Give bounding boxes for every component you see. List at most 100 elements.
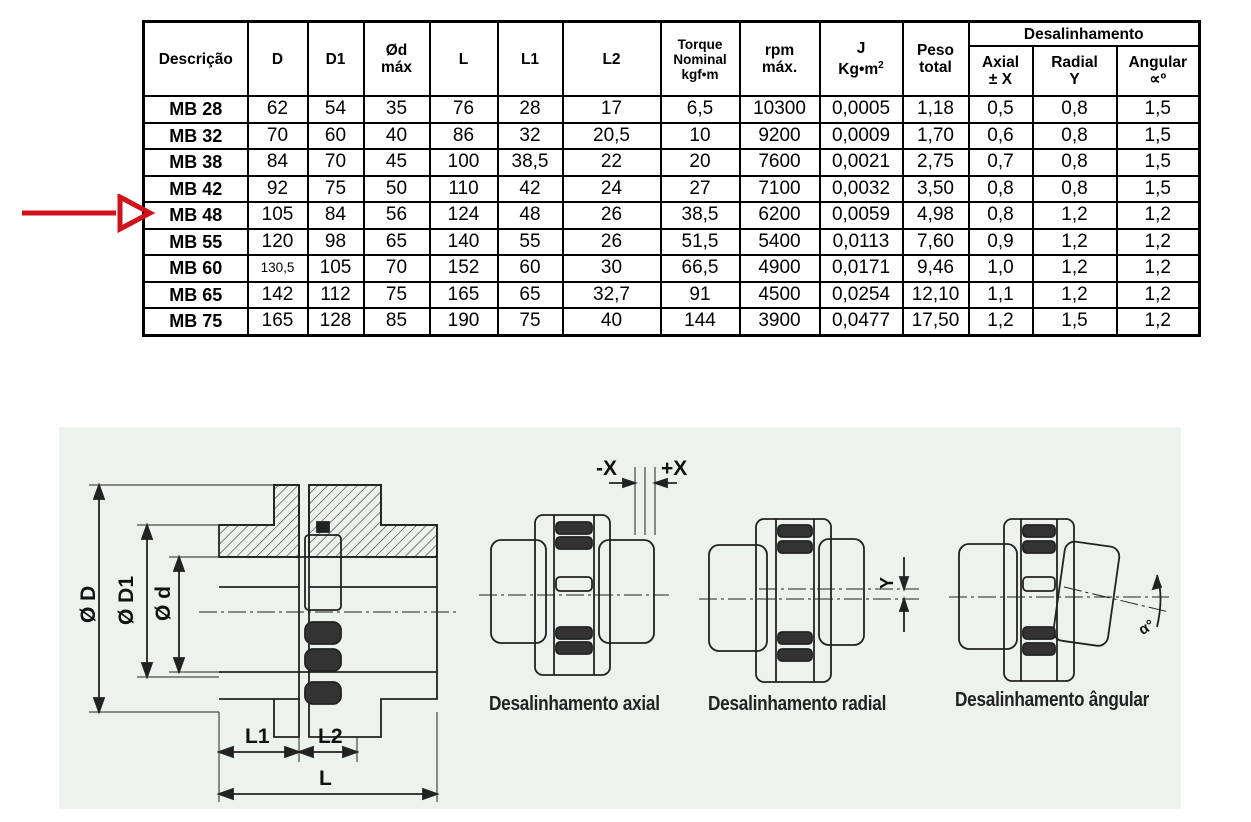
- table-cell: 100: [428, 148, 499, 177]
- table-cell: 165: [246, 307, 309, 336]
- table-cell: 20,5: [561, 121, 662, 150]
- dim-label-plus-x: +X: [661, 457, 688, 480]
- table-cell: 24: [561, 174, 662, 203]
- table-cell: 20: [659, 148, 741, 177]
- table-cell: 9,46: [901, 254, 970, 283]
- table-cell: 1,2: [1031, 201, 1118, 230]
- table-cell: 152: [428, 254, 499, 283]
- table-cell: 54: [306, 95, 365, 124]
- table-cell: 12,10: [901, 280, 970, 309]
- dim-label-od: Ø D: [77, 585, 100, 623]
- table-cell: 4,98: [901, 201, 970, 230]
- table-cell: 9200: [738, 121, 821, 150]
- model-cell: MB 48: [142, 201, 249, 230]
- table-cell: 1,5: [1115, 95, 1201, 124]
- table-cell: 70: [306, 148, 365, 177]
- table-cell: 1,5: [1115, 174, 1201, 203]
- table-cell: 42: [496, 174, 564, 203]
- table-cell: 0,0477: [818, 307, 904, 336]
- table-cell: 1,18: [901, 95, 970, 124]
- table-cell: 0,8: [1031, 95, 1118, 124]
- table-cell: 17: [561, 95, 662, 124]
- table-cell: 0,5: [967, 95, 1034, 124]
- model-cell: MB 42: [142, 174, 249, 203]
- dim-label-minus-x: -X: [596, 457, 617, 480]
- table-cell: 27: [659, 174, 741, 203]
- table-cell: 112: [306, 280, 365, 309]
- table-cell: 3,50: [901, 174, 970, 203]
- table-cell: 0,8: [967, 201, 1034, 230]
- table-cell: 105: [306, 254, 365, 283]
- table-cell: 1,70: [901, 121, 970, 150]
- coupling-drawing: [89, 467, 1170, 802]
- table-cell: 60: [306, 121, 365, 150]
- model-cell: MB 65: [142, 280, 249, 309]
- table-cell: 1,2: [1115, 227, 1201, 256]
- caption-radial: Desalinhamento radial: [708, 693, 887, 715]
- dim-label-odd: Ø d: [152, 586, 175, 621]
- coupling-drawing-panel: Ø D Ø D1 Ø d L1 L2 L -X +X Y α° Desalinh…: [59, 427, 1181, 809]
- table-cell: 75: [362, 280, 431, 309]
- table-cell: 51,5: [659, 227, 741, 256]
- table-cell: 128: [306, 307, 365, 336]
- header-l1: L1: [496, 20, 564, 97]
- table-cell: 1,2: [1115, 280, 1201, 309]
- header-desalinhamento: Desalinhamento: [967, 20, 1201, 47]
- table-cell: 3900: [738, 307, 821, 336]
- table-cell: 0,0009: [818, 121, 904, 150]
- table-cell: 1,5: [1031, 307, 1118, 336]
- table-cell: 0,0021: [818, 148, 904, 177]
- table-cell: 7,60: [901, 227, 970, 256]
- table-cell: 86: [428, 121, 499, 150]
- caption-angular: Desalinhamento ângular: [955, 689, 1150, 711]
- table-cell: 0,9: [967, 227, 1034, 256]
- table-cell: 1,1: [967, 280, 1034, 309]
- dim-label-l2: L2: [318, 725, 343, 748]
- table-cell: 32,7: [561, 280, 662, 309]
- dim-label-l1: L1: [245, 725, 270, 748]
- table-cell: 1,5: [1115, 121, 1201, 150]
- radial-misalignment-view: [699, 518, 919, 683]
- table-cell: 92: [246, 174, 309, 203]
- table-cell: 56: [362, 201, 431, 230]
- table-cell: 142: [246, 280, 309, 309]
- table-cell: 1,2: [1031, 280, 1118, 309]
- header-l: L: [428, 20, 499, 97]
- table-cell: 0,0059: [818, 201, 904, 230]
- table-cell: 0,8: [1031, 121, 1118, 150]
- table-cell: 60: [496, 254, 564, 283]
- model-cell: MB 75: [142, 307, 249, 336]
- table-cell: 110: [428, 174, 499, 203]
- table-cell: 7600: [738, 148, 821, 177]
- table-cell: 1,0: [967, 254, 1034, 283]
- table-cell: 75: [306, 174, 365, 203]
- table-cell: 1,2: [1115, 307, 1201, 336]
- table-cell: 65: [496, 280, 564, 309]
- table-cell: 7100: [738, 174, 821, 203]
- header-axial: Axial± X: [967, 45, 1034, 97]
- model-cell: MB 28: [142, 95, 249, 124]
- table-cell: 0,0032: [818, 174, 904, 203]
- table-cell: 5400: [738, 227, 821, 256]
- table-cell: 28: [496, 95, 564, 124]
- table-cell: 30: [561, 254, 662, 283]
- model-cell: MB 60: [142, 254, 249, 283]
- table-cell: 2,75: [901, 148, 970, 177]
- table-cell: 105: [246, 201, 309, 230]
- table-cell: 0,8: [1031, 148, 1118, 177]
- table-cell: 0,8: [1031, 174, 1118, 203]
- table-cell: 98: [306, 227, 365, 256]
- highlight-arrow-icon: [22, 194, 156, 234]
- table-cell: 10300: [738, 95, 821, 124]
